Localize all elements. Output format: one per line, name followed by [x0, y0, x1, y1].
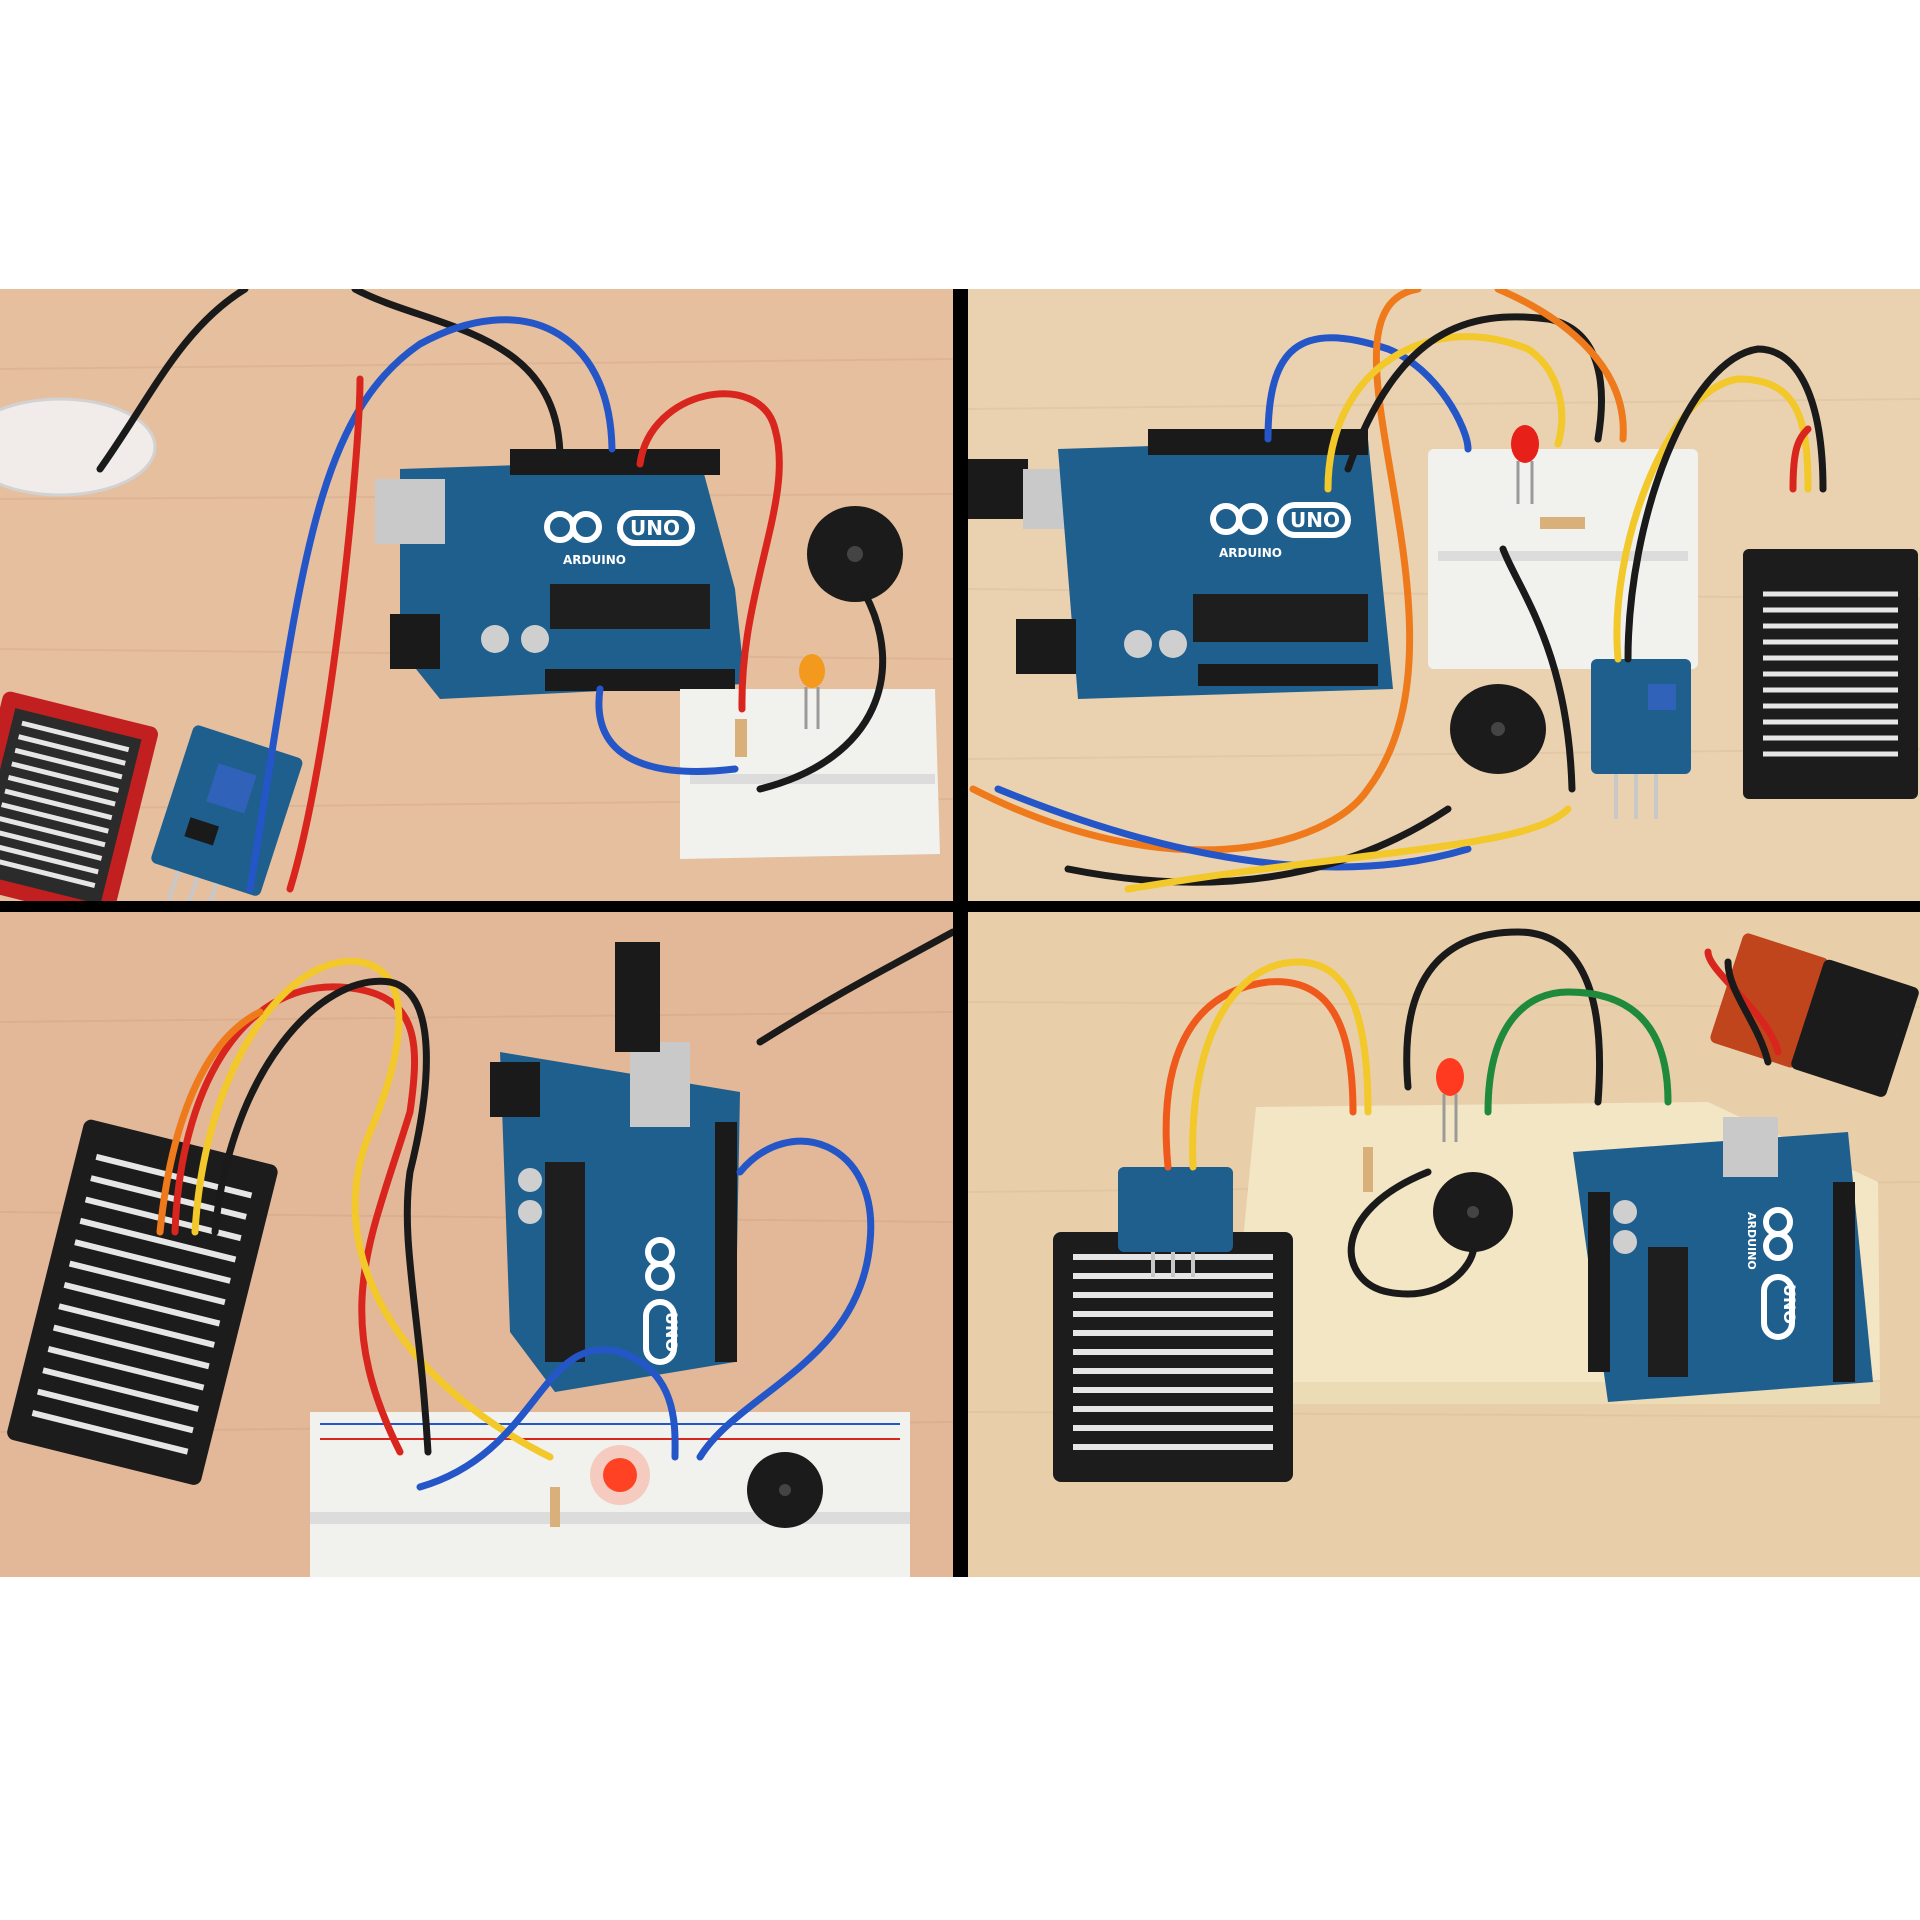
arduino-rain-sensor-setup-4: ARDUINO UNO [968, 912, 1920, 1577]
photo-panel-top-left: ARDUINO UNO [0, 289, 953, 901]
photo-panel-bottom-left: UNO [0, 912, 953, 1577]
arduino-uno-board: UNO [490, 942, 740, 1392]
sensor-module [1591, 659, 1691, 819]
sensor-module [151, 725, 303, 901]
photo-panel-bottom-right: ARDUINO UNO [968, 912, 1920, 1577]
led-icon [590, 1445, 650, 1505]
arduino-uno-board: ARDUINO UNO [375, 449, 745, 699]
rain-sensor-plate-icon [0, 691, 158, 901]
arduino-uno-board: ARDUINO UNO [1573, 1117, 1873, 1402]
arduino-rain-sensor-setup-2: ARDUINO UNO [968, 289, 1920, 901]
resistor [550, 1487, 560, 1527]
rain-sensor-plate-icon [1053, 1232, 1293, 1482]
board-label-uno: UNO [1780, 1284, 1799, 1324]
buzzer-icon [1433, 1172, 1513, 1252]
board-label-uno: UNO [630, 516, 680, 540]
resistor [735, 719, 747, 757]
board-label-arduino: ARDUINO [1745, 1212, 1758, 1270]
rain-sensor-plate-icon [1743, 549, 1918, 799]
usb-cable-icon [630, 1042, 690, 1127]
board-label-arduino: ARDUINO [1219, 546, 1282, 560]
sensor-module [1118, 1167, 1233, 1277]
rain-sensor-plate-icon [7, 1119, 278, 1485]
arduino-rain-sensor-setup-3: UNO [0, 912, 953, 1577]
board-label-uno: UNO [662, 1312, 681, 1352]
arduino-infinity-logo-icon [544, 510, 695, 546]
arduino-infinity-logo-icon [1210, 502, 1351, 538]
buzzer-icon [807, 506, 903, 602]
photo-collage: ARDUINO UNO [0, 289, 1920, 1577]
photo-panel-top-right: ARDUINO UNO [968, 289, 1920, 901]
resistor [1363, 1147, 1373, 1192]
water-dish [0, 397, 157, 497]
arduino-infinity-logo-icon [643, 1237, 677, 1365]
resistor [1540, 517, 1585, 529]
board-label-arduino: ARDUINO [563, 553, 626, 567]
arduino-uno-board: ARDUINO UNO [1016, 429, 1393, 699]
led-icon [799, 654, 825, 729]
arduino-infinity-logo-icon [1761, 1207, 1795, 1340]
battery-9v-icon [1710, 933, 1919, 1097]
arduino-rain-sensor-setup-1: ARDUINO UNO [0, 289, 953, 901]
buzzer-icon [1450, 684, 1546, 774]
led-icon [1436, 1058, 1464, 1142]
led-icon [1511, 425, 1539, 504]
buzzer-icon [747, 1452, 823, 1528]
board-label-uno: UNO [1290, 508, 1340, 532]
usb-cable-icon [968, 459, 1028, 519]
